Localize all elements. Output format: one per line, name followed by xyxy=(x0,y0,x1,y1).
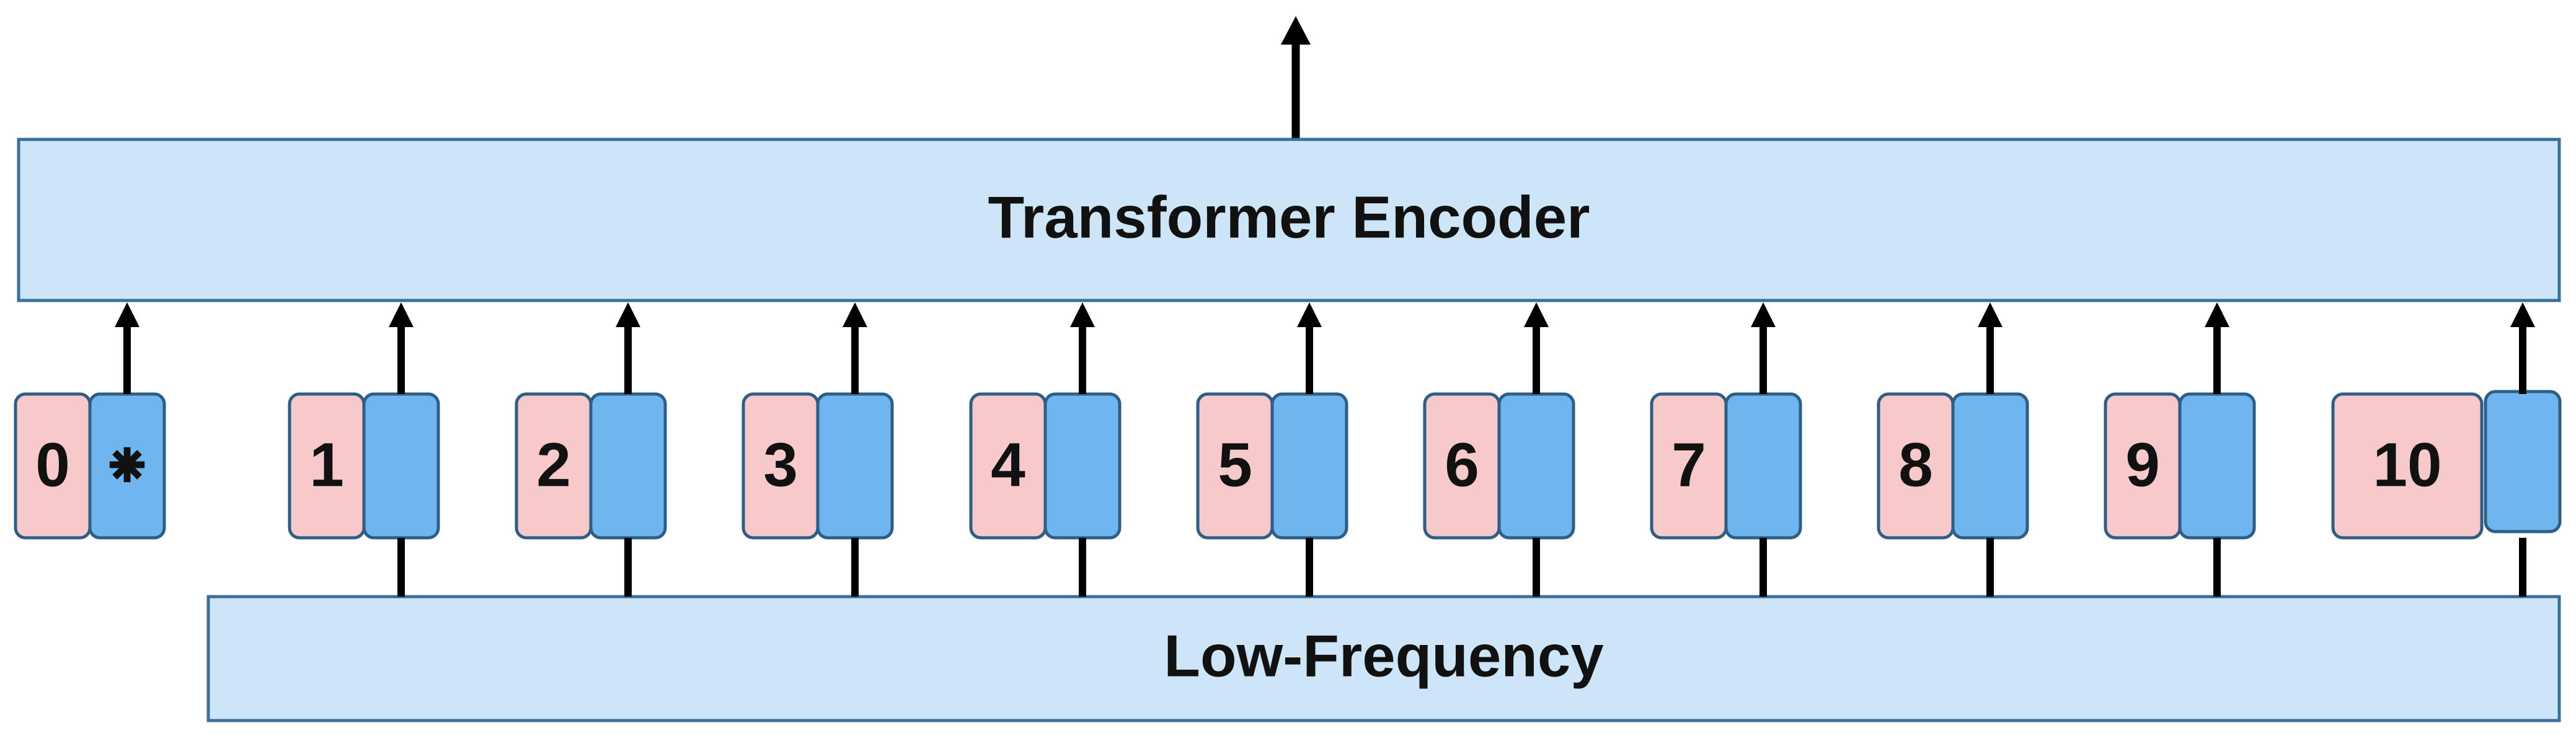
patch-embedding-box xyxy=(816,392,894,540)
patch-embedding-box xyxy=(2178,392,2256,540)
token-pair-5: 5 xyxy=(1196,302,1348,597)
token-to-encoder-arrow xyxy=(2510,302,2535,394)
position-index-label: 7 xyxy=(1671,430,1706,499)
patch-embedding-box xyxy=(1951,392,2029,540)
cls-asterisk-icon: ⁕ xyxy=(101,431,153,501)
position-index-label: 5 xyxy=(1218,430,1252,499)
patch-embedding-box xyxy=(1270,392,1348,540)
low-frequency-label: Low-Frequency xyxy=(1164,623,1603,689)
patch-embedding-box xyxy=(1043,392,1122,540)
token-pair-7: 7 xyxy=(1650,302,1802,597)
low-frequency-block: Low-Frequency xyxy=(206,595,2561,722)
output-arrow xyxy=(1281,16,1311,139)
position-index-label: 2 xyxy=(536,430,571,499)
token-pair-10: 10 xyxy=(2331,302,2562,597)
token-pair-9: 9 xyxy=(2104,302,2256,597)
token-pair-4: 4 xyxy=(969,302,1122,597)
token-pair-8: 8 xyxy=(1877,302,2029,597)
token-to-encoder-arrow xyxy=(1297,302,1322,394)
token-to-encoder-arrow xyxy=(389,302,414,394)
position-index-label: 0 xyxy=(35,430,70,499)
token-to-encoder-arrow xyxy=(843,302,867,394)
token-to-encoder-arrow xyxy=(1524,302,1549,394)
position-index-label: 4 xyxy=(991,430,1025,499)
patch-embedding-box xyxy=(1724,392,1802,540)
patch-embedding-box xyxy=(589,392,667,540)
position-index-label: 8 xyxy=(1898,430,1933,499)
transformer-encoder-label: Transformer Encoder xyxy=(988,184,1590,250)
position-index-label: 3 xyxy=(763,430,798,499)
patch-embedding-box xyxy=(362,392,440,540)
token-pair-3: 3 xyxy=(741,302,894,597)
token-pair-0: 0⁕ xyxy=(14,302,166,540)
position-index-label: 10 xyxy=(2373,430,2441,499)
token-pair-1: 1 xyxy=(288,302,440,597)
token-to-encoder-arrow xyxy=(1751,302,1776,394)
token-to-encoder-arrow xyxy=(2205,302,2229,394)
token-pair-2: 2 xyxy=(515,302,667,597)
token-to-encoder-arrow xyxy=(1978,302,2003,394)
token-to-encoder-arrow xyxy=(1070,302,1095,394)
position-index-label: 9 xyxy=(2125,430,2160,499)
token-pair-6: 6 xyxy=(1423,302,1575,597)
patch-embedding-box xyxy=(1497,392,1575,540)
position-index-label: 6 xyxy=(1445,430,1479,499)
token-to-encoder-arrow xyxy=(616,302,640,394)
position-embedding-box xyxy=(2331,392,2484,540)
position-index-label: 1 xyxy=(309,430,344,499)
patch-embedding-box xyxy=(2484,390,2562,533)
transformer-encoder-block: Transformer Encoder xyxy=(17,138,2561,302)
token-to-encoder-arrow xyxy=(115,302,139,394)
